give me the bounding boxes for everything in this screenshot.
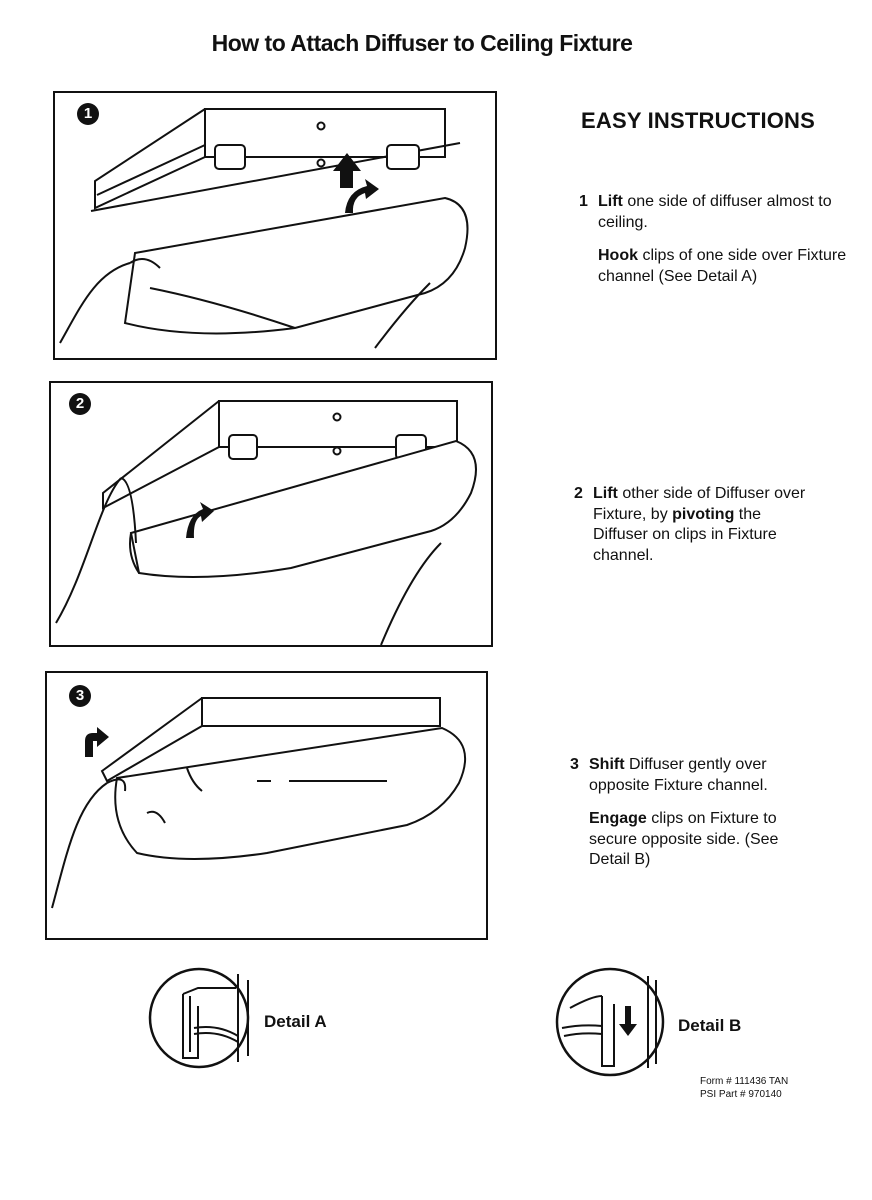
curved-arrow-icon [345,179,379,213]
detail-b-label: Detail B [678,1016,742,1035]
page-title: How to Attach Diffuser to Ceiling Fixtur… [211,30,633,56]
detail-b: Detail B [552,966,762,1078]
step-number: 2 [574,485,583,502]
step-keyword: pivoting [672,505,735,523]
arrow-up-icon [333,153,361,188]
curved-arrow-icon [186,502,214,538]
step-2-instructions: 2 Lift other side of Diffuser over Fixtu… [574,484,813,579]
panel-2-drawing [55,400,477,645]
step-3-instructions: 3 Shift Diffuser gently over opposite Fi… [570,755,809,884]
instructions-heading: EASY INSTRUCTIONS [581,108,816,133]
step-badge-1: 1 [77,103,99,125]
step-keyword: Lift [598,193,623,210]
step-keyword: Shift [589,756,625,773]
illustration-panel-1: 1 [53,91,497,360]
form-info: Form # 111436 TAN PSI Part # 970140 [700,1075,788,1101]
detail-a-circle [148,967,250,1069]
step-text: other side of Diffuser over Fixture, by [593,485,806,523]
step-keyword: Engage [589,810,647,827]
step-text: clips on Fixture to secure opposite side… [589,810,779,868]
step-keyword: Lift [593,485,618,502]
detail-b-circle [555,967,665,1077]
step-number: 3 [570,756,579,773]
illustration-panel-2: 2 [49,381,493,647]
step-text: Diffuser gently over opposite Fixture ch… [589,756,768,794]
panel-3-drawing [51,697,467,909]
step-keyword: Hook [598,247,638,264]
turn-arrow-icon [85,727,109,757]
step-1-instructions: 1 Lift one side of diffuser almost to ce… [579,192,848,300]
detail-a-label: Detail A [264,1012,327,1031]
panel-1-drawing [59,108,469,349]
step-badge-3: 3 [69,685,91,707]
detail-a: Detail A [138,966,368,1070]
step-badge-2: 2 [69,393,91,415]
arrow-down-icon [619,1006,637,1036]
form-number: Form # 111436 TAN [700,1076,789,1087]
step-text: clips of one side over Fixture channel (… [598,247,847,285]
step-number: 1 [579,193,588,210]
illustration-panel-3: 3 [45,671,488,940]
part-number: PSI Part # 970140 [700,1089,782,1100]
step-text: one side of diffuser almost to ceiling. [598,193,832,231]
step-text: the Diffuser on clips in Fixture channel… [593,505,777,564]
